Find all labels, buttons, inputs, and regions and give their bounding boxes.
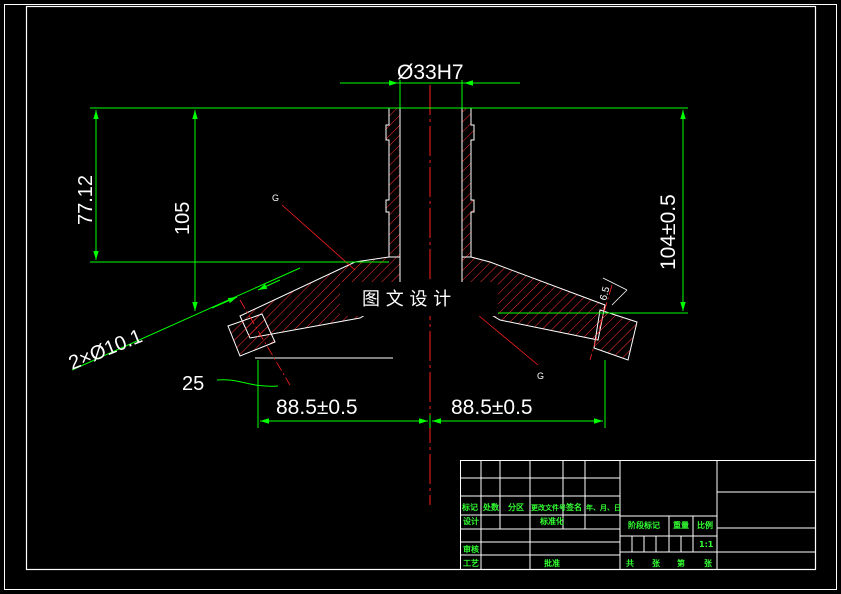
tb-weight: 重量 (673, 520, 689, 530)
dim-left-radius: 88.5±0.5 (276, 396, 358, 419)
tb-process: 工艺 (463, 558, 479, 568)
tb-review: 审核 (463, 544, 479, 554)
tb-col-label: 年、月、日 (586, 503, 621, 512)
tb-sheets-total: 共 (626, 558, 634, 568)
tb-stage-mark: 阶段标记 (628, 520, 660, 530)
inner-frame (25, 5, 817, 571)
tb-col-label: 分区 (508, 502, 524, 512)
outer-frame (4, 4, 837, 590)
section-line-right (477, 314, 539, 366)
tb-standard: 标准化 (539, 516, 564, 526)
dim-right-radius: 88.5±0.5 (451, 396, 533, 419)
title-block-labels: 标记 处数 分区 更改文件号 签名 年、月、日 设计 标准化 审核 工艺 批准 … (461, 502, 714, 568)
tb-design: 设计 (463, 516, 479, 526)
dim-left-height: 77.12 (75, 175, 97, 225)
tb-sheet-no: 第 (677, 558, 685, 568)
tb-approve: 批准 (544, 558, 560, 568)
watermark-text: 图 文 设 计 (362, 289, 451, 310)
tb-col-label: 处数 (482, 502, 500, 512)
watermark-box (340, 282, 498, 316)
tb-scale-value: 1:1 (699, 540, 714, 549)
section-mark-left: G (272, 193, 279, 203)
tb-sheet-unit1: 张 (652, 559, 661, 568)
section-line-left (281, 204, 356, 271)
dimension-lines (71, 80, 688, 428)
chamfer-mark (602, 277, 628, 306)
part-section (227, 107, 638, 361)
dim-holes: 2×Ø10.1 (66, 325, 146, 374)
dim-angle: 25 (182, 373, 204, 395)
dim-mid-height: 105 (172, 202, 194, 235)
tb-col-label: 更改文件号 (531, 503, 566, 512)
hole-axis-left (239, 299, 291, 386)
tb-col-label: 标记 (461, 502, 478, 512)
title-block (460, 460, 816, 570)
tb-scale-label: 比例 (697, 520, 713, 530)
hole-axis-right (589, 284, 613, 361)
tb-sheet-unit2: 张 (704, 559, 713, 568)
tb-col-label: 签名 (565, 502, 582, 512)
dim-bore: Ø33H7 (397, 61, 464, 84)
dim-chamfer: 6.5 (598, 285, 612, 302)
dim-right-height: 104±0.5 (657, 194, 680, 270)
section-mark-right: G (537, 371, 544, 381)
